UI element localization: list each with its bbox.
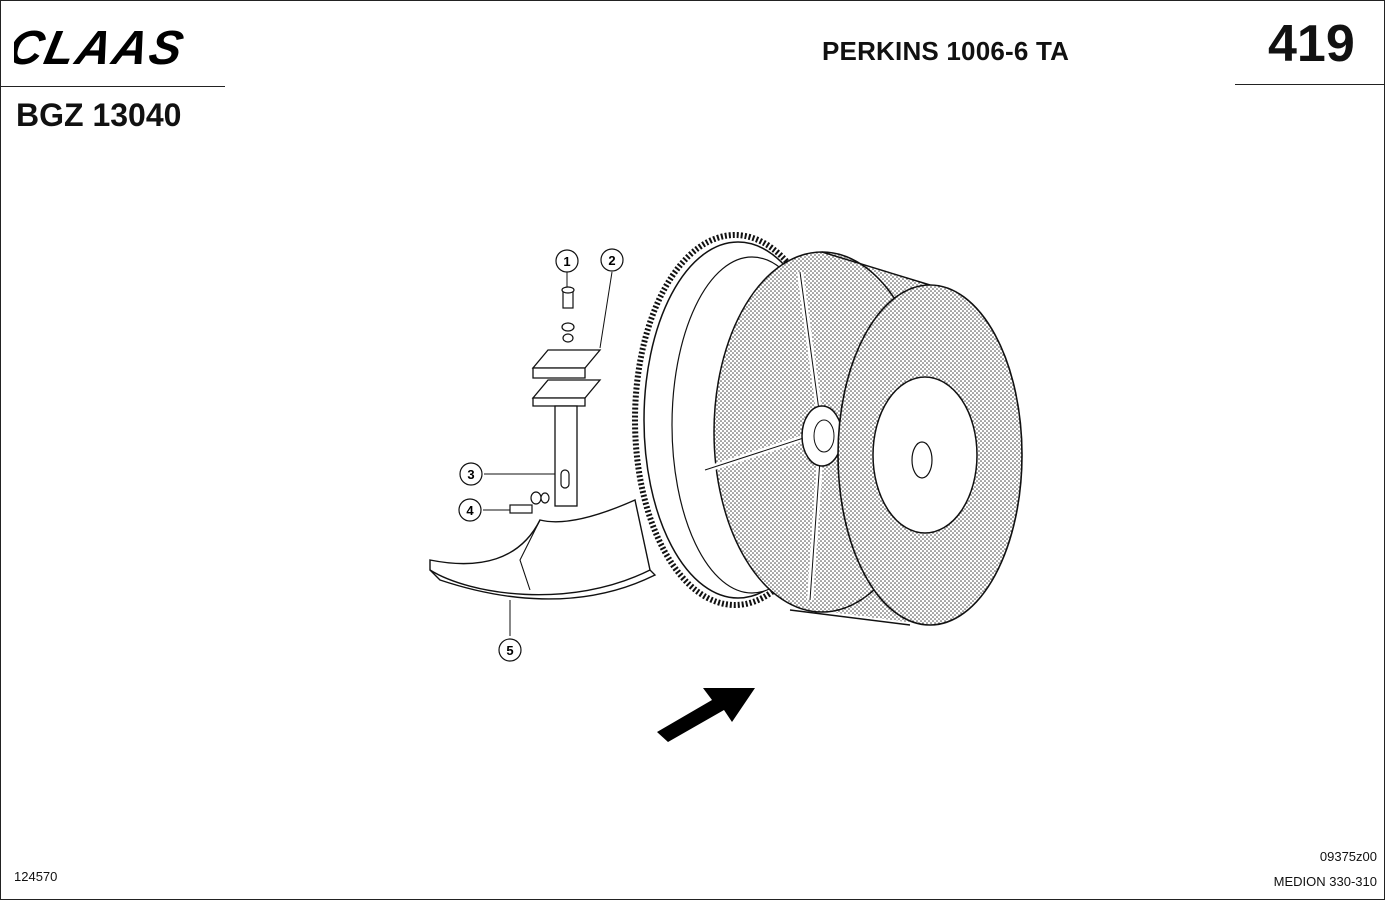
callout-2: 2: [600, 248, 624, 272]
svg-text:1: 1: [563, 254, 570, 269]
footer-model: MEDION 330-310: [1273, 874, 1377, 889]
svg-text:4: 4: [466, 503, 474, 518]
direction-arrow: [657, 688, 755, 742]
svg-text:2: 2: [608, 253, 615, 268]
svg-text:CLAAS: CLAAS: [14, 24, 190, 70]
footer-drawing-code: 09375z00: [1319, 849, 1377, 864]
callout-1: 1: [555, 249, 579, 273]
callout-4: 4: [458, 498, 482, 522]
svg-text:5: 5: [506, 643, 513, 658]
group-code: BGZ 13040: [16, 97, 182, 133]
bolt-4: [509, 491, 550, 514]
footer-left-number: 124570: [14, 869, 58, 884]
bracket-plates: [531, 349, 602, 407]
callout-3: 3: [459, 462, 483, 486]
page-number-rule: [1235, 84, 1385, 85]
header-rule: [0, 86, 225, 87]
claas-logo: CLAAS: [14, 24, 190, 70]
svg-text:3: 3: [467, 467, 474, 482]
engine-title: PERKINS 1006-6 TA: [822, 36, 1070, 66]
shroud-guard: [429, 499, 657, 600]
page-number: 419: [1268, 15, 1355, 73]
fan-drum: [704, 251, 1023, 626]
callout-5: 5: [498, 638, 522, 662]
bolt-1: [561, 286, 575, 343]
support-strip: [554, 405, 578, 507]
